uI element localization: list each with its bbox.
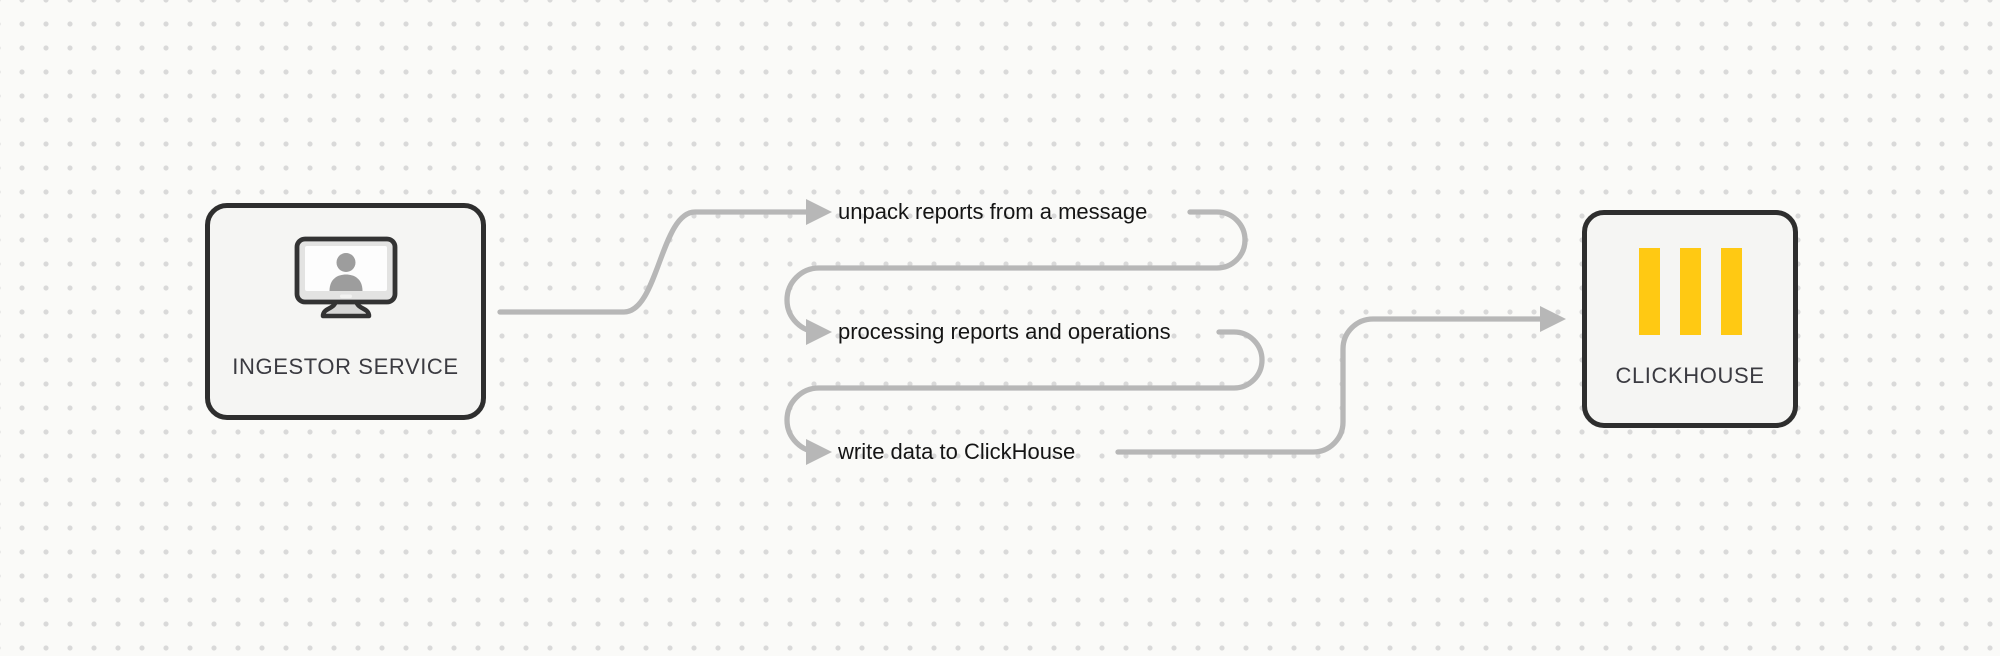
- connector-step2-to-step3: [784, 329, 1265, 455]
- connector-ingestor-to-step1: [497, 209, 813, 315]
- ingestor-node-label: INGESTOR SERVICE: [232, 354, 459, 379]
- arrowhead-icon: [806, 199, 832, 225]
- connector-step3-to-clickhouse: [1115, 316, 1543, 455]
- arrowhead-icon: [806, 319, 832, 345]
- clickhouse-node-label: CLICKHOUSE: [1615, 363, 1765, 388]
- clickhouse-logo-bar: [1638, 248, 1660, 335]
- step-label-unpack-reports: unpack reports from a message: [838, 199, 1148, 224]
- clickhouse-logo-bar: [1720, 248, 1742, 335]
- clickhouse-logo-bar: [1679, 248, 1701, 335]
- node-ingestor-service: INGESTOR SERVICE: [205, 203, 486, 420]
- connector-step1-to-step2: [784, 209, 1248, 335]
- node-clickhouse: CLICKHOUSE: [1582, 210, 1798, 428]
- workstation-user-icon: [294, 236, 397, 319]
- step-label-write-data: write data to ClickHouse: [838, 439, 1076, 464]
- arrowhead-icon: [1540, 306, 1566, 332]
- arrowhead-icon: [806, 439, 832, 465]
- clickhouse-logo-icon: [1638, 248, 1742, 335]
- step-label-processing-reports: processing reports and operations: [838, 319, 1171, 344]
